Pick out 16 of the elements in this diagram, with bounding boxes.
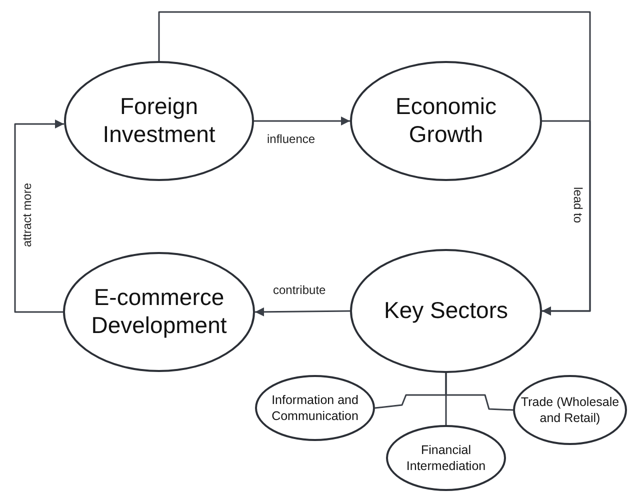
edge-label: lead to: [571, 184, 586, 226]
node-label: Economic Growth: [394, 93, 498, 149]
node-label: Key Sectors: [383, 297, 509, 325]
edge-label: attract more: [20, 180, 34, 250]
edge-label: contribute: [271, 283, 328, 297]
arrow: [14, 120, 64, 313]
edge-label: influence: [265, 132, 318, 146]
node-label: E-commerce Development: [90, 284, 228, 340]
connector-line: [445, 373, 514, 411]
arrow: [255, 307, 350, 316]
node-label: Trade (Wholesale and Retail): [520, 394, 620, 426]
node-label: Information and Communication: [270, 392, 360, 424]
node-label: Foreign Investment: [102, 93, 216, 149]
arrow: [542, 120, 591, 316]
arrow: [254, 116, 350, 126]
node-label: Financial Intermediation: [405, 442, 487, 474]
